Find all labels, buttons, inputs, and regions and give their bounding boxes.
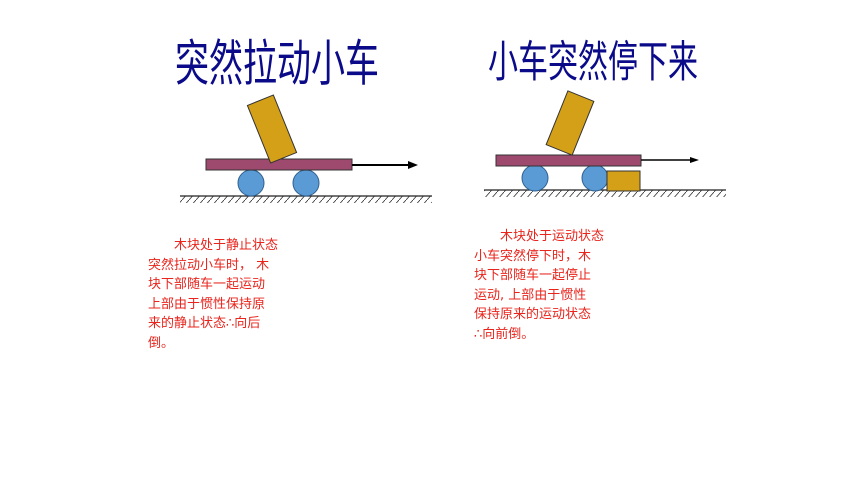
left-wheel-rear bbox=[237, 169, 265, 197]
left-explanation-line: 来的静止状态∴向后 bbox=[148, 316, 261, 331]
left-explanation-line: 上部由于惯性保持原 bbox=[148, 296, 266, 312]
right-ground-hatch bbox=[484, 190, 726, 197]
left-explanation: 木块处于静止状态 突然拉动小车时， 木 块下部随车一起运动 上部由于惯性保持原 … bbox=[148, 236, 278, 353]
right-wooden-block bbox=[545, 90, 595, 156]
left-explanation-line: 突然拉动小车时， 木 bbox=[148, 257, 270, 273]
left-explanation-line: 倒。 bbox=[148, 335, 175, 351]
left-pull-arrowhead bbox=[408, 161, 418, 169]
left-cart-board bbox=[205, 158, 353, 171]
right-explanation-line: 块下部随车一起停止 bbox=[474, 268, 592, 283]
right-explanation-line: 木块处于运动状态 bbox=[474, 229, 605, 244]
right-explanation-line: 小车突然停下时，木 bbox=[474, 248, 592, 264]
right-explanation-line: ∴向前倒。 bbox=[474, 326, 535, 342]
left-wheel-front bbox=[292, 169, 320, 197]
right-motion-arrowhead bbox=[690, 157, 699, 163]
right-explanation: 木块处于运动状态 小车突然停下时，木 块下部随车一起停止 运动, 上部由于惯性 … bbox=[474, 227, 604, 344]
left-diagram bbox=[180, 94, 432, 203]
right-wheel-front bbox=[581, 164, 609, 192]
right-explanation-line: 运动, 上部由于惯性 bbox=[474, 287, 587, 303]
right-diagram bbox=[484, 90, 726, 197]
left-explanation-line: 木块处于静止状态 bbox=[148, 238, 279, 253]
right-explanation-line: 保持原来的运动状态 bbox=[474, 307, 592, 322]
right-cart-board bbox=[495, 154, 642, 167]
right-stop-obstacle bbox=[606, 170, 641, 192]
left-wooden-block bbox=[246, 94, 298, 164]
right-panel-title: 小车突然停下来 bbox=[488, 37, 698, 89]
right-wheel-rear bbox=[521, 164, 549, 192]
left-panel-title: 突然拉动小车 bbox=[175, 35, 379, 94]
left-explanation-line: 块下部随车一起运动 bbox=[148, 277, 266, 292]
left-ground-hatch bbox=[180, 196, 432, 203]
